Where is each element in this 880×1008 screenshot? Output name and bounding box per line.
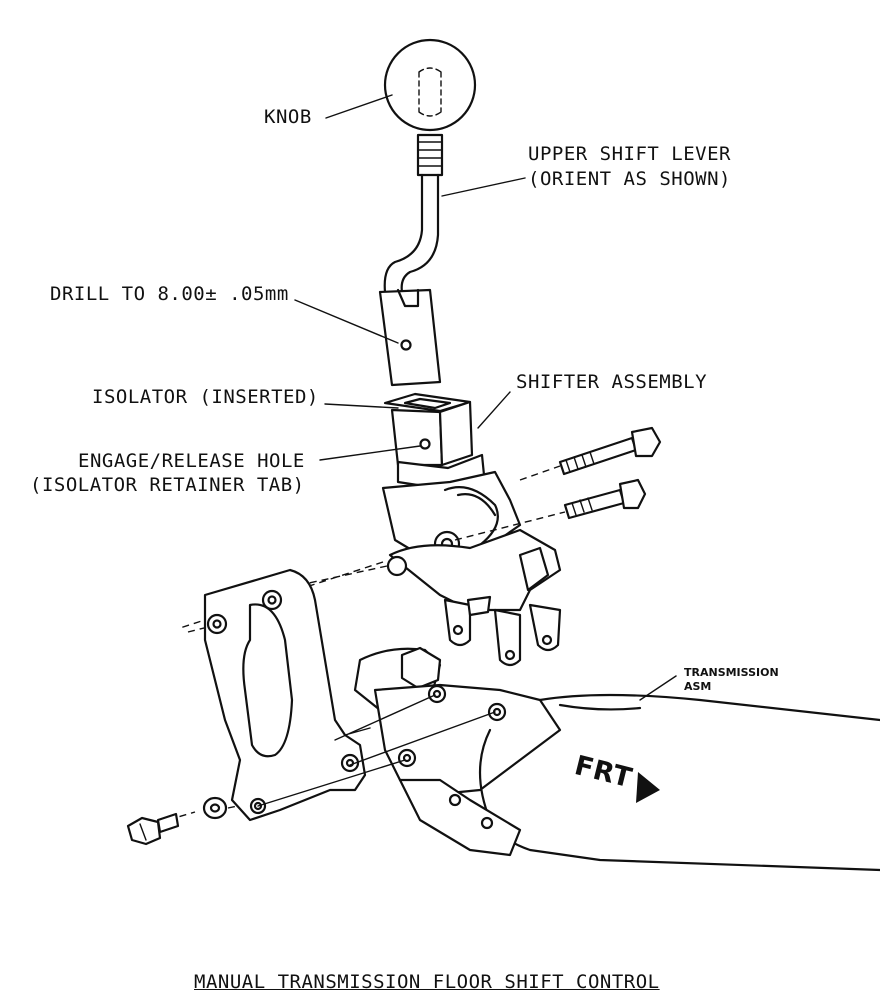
bracket-bolt (126, 812, 180, 846)
transmission-assembly (353, 646, 880, 872)
transmission-asm-label: ASM (684, 680, 712, 693)
knob (383, 38, 477, 132)
isolator-retainer-tab-label: (ISOLATOR RETAINER TAB) (30, 474, 305, 496)
upper-shift-lever (378, 133, 444, 387)
upper-shift-lever-label: UPPER SHIFT LEVER (528, 143, 731, 165)
washer (202, 796, 228, 820)
lower-bolt (563, 478, 647, 520)
shifter-assembly (381, 400, 562, 667)
drill-label: DRILL TO 8.00± .05mm (50, 283, 289, 305)
front-arrow (636, 772, 660, 803)
orient-as-shown-label: (ORIENT AS SHOWN) (528, 168, 731, 190)
engage-release-hole-label: ENGAGE/RELEASE HOLE (78, 450, 305, 472)
isolator-label: ISOLATOR (INSERTED) (92, 386, 319, 408)
transmission-label: TRANSMISSION (684, 666, 779, 679)
diagram-caption: MANUAL TRANSMISSION FLOOR SHIFT CONTROL (194, 971, 660, 993)
shifter-assembly-label: SHIFTER ASSEMBLY (516, 371, 708, 393)
mounting-bracket (203, 568, 367, 822)
leader-lines (294, 94, 677, 701)
knob-label: KNOB (264, 106, 312, 128)
upper-bolt (558, 426, 662, 476)
